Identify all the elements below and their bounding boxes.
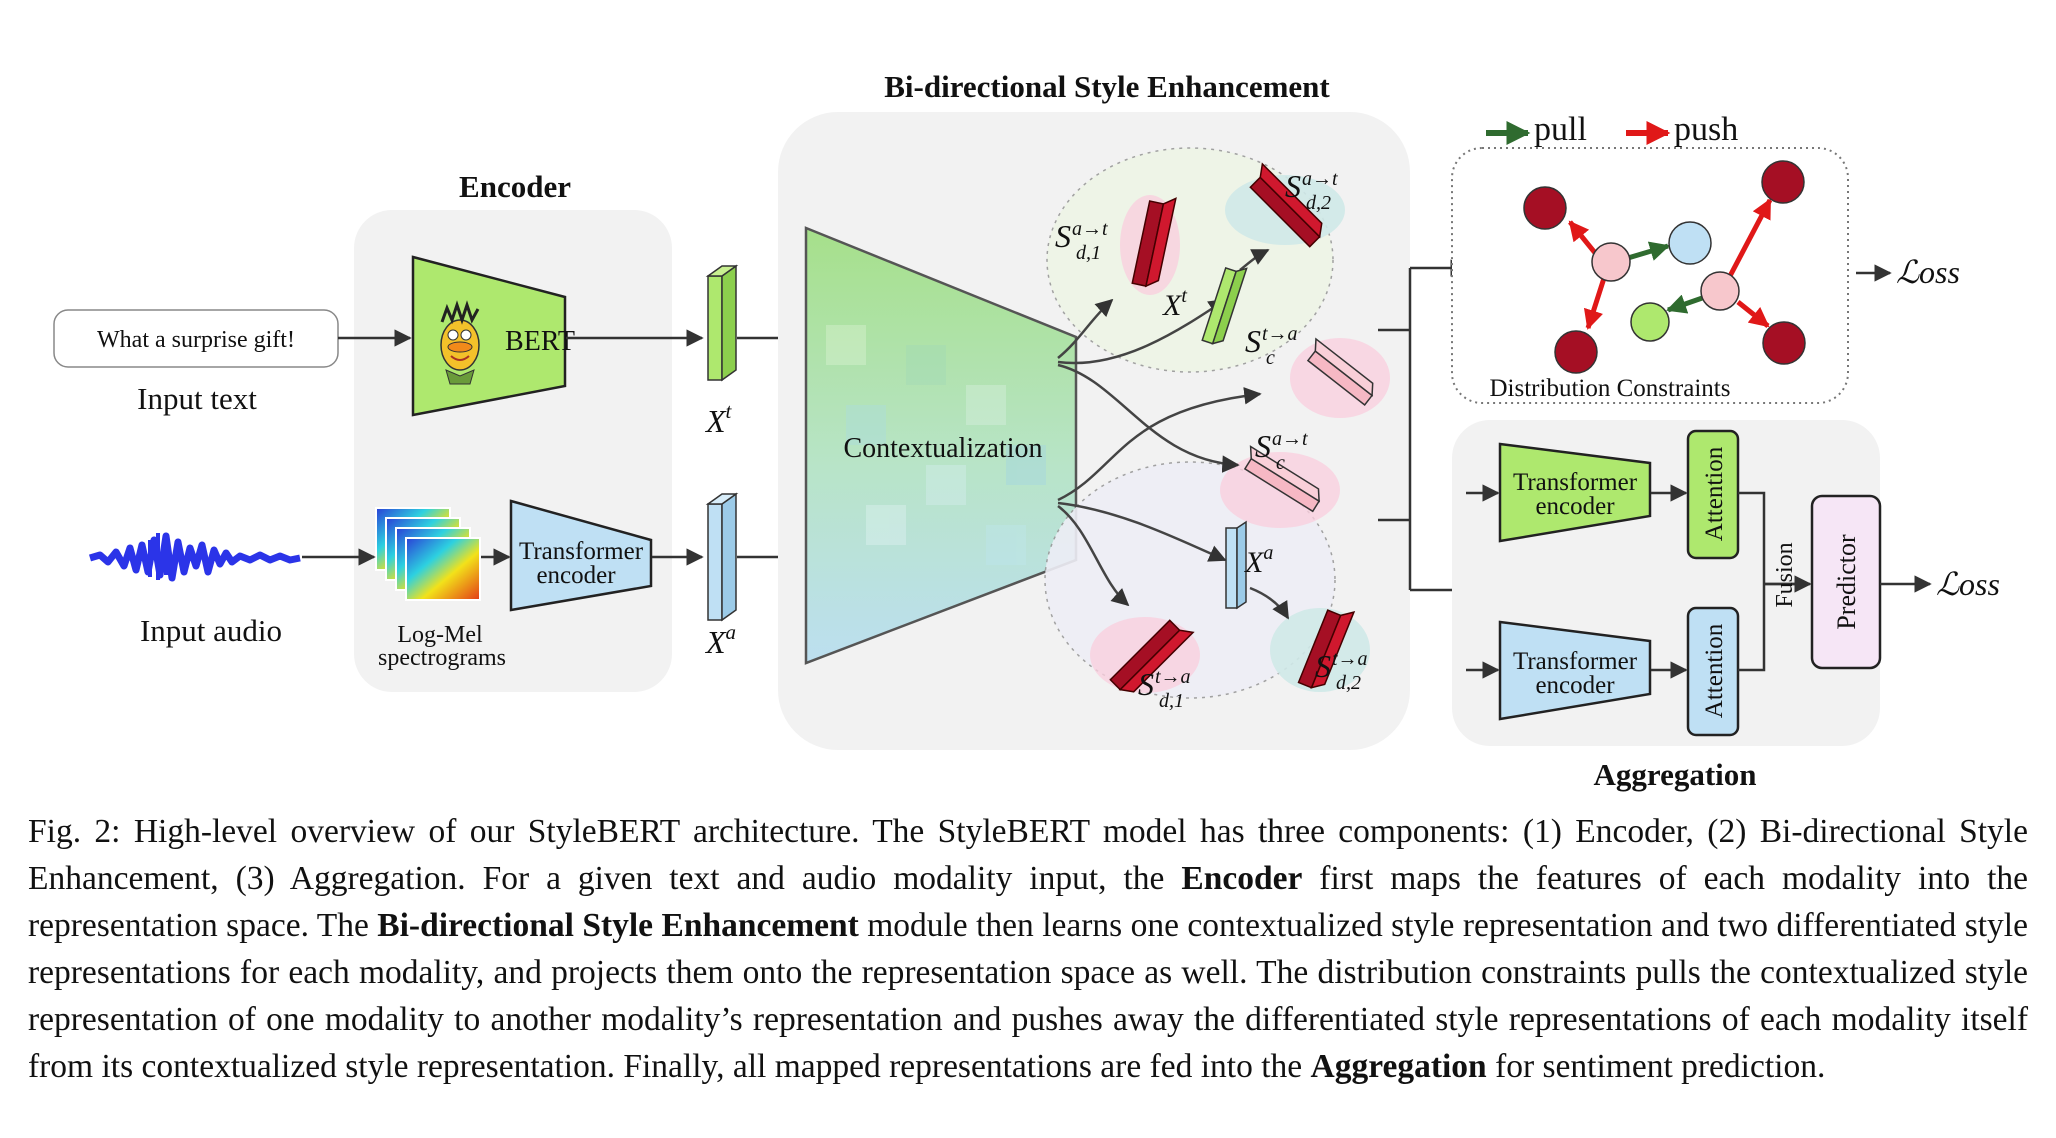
audio-transformer-label-1: Transformer [519, 538, 644, 565]
audio-waveform-icon [88, 532, 301, 582]
pull-legend: pull [1486, 111, 1587, 148]
bert-encoder: BERT [411, 255, 575, 417]
caption-part-3: module then learns one contextualized st… [28, 907, 2028, 1085]
figure-caption: Fig. 2: High-level overview of our Style… [28, 808, 2028, 1090]
sc-at-bar [1243, 445, 1321, 513]
sd2-at-bar [1249, 162, 1323, 248]
ctx-to-sc-ta-arrow [1057, 387, 1262, 502]
input-text-label: Input text [137, 381, 257, 416]
ctx-to-sd1-at-arrow [1057, 298, 1114, 359]
predictor-block: Predictor [1810, 494, 1882, 670]
caption-part-1: Fig. 2: High-level overview of our Style… [28, 813, 2028, 897]
sd1-at-bar [1131, 197, 1177, 288]
audio-transformer-encoder: Transformer encoder [509, 499, 653, 612]
caption-bold-aggregation: Aggregation [1310, 1048, 1487, 1085]
attention-text-block: Attention [1686, 429, 1740, 560]
logmel-spectrogram-stack [375, 507, 481, 601]
logmel-label-1: Log-Mel [397, 622, 483, 648]
xa-small-bar [1225, 520, 1247, 610]
agg-text-transformer-label-1: Transformer [1513, 469, 1638, 496]
agg-audio-transformer: Transformer encoder [1498, 620, 1652, 721]
bert-label: BERT [505, 326, 575, 357]
push-label: push [1674, 111, 1738, 148]
fusion-label: Fusion [1772, 542, 1798, 607]
contextualization-label: Contextualization [843, 433, 1042, 464]
predictor-label: Predictor [1832, 534, 1861, 630]
sc-ta-bar [1306, 337, 1374, 406]
xa-label: Xa [704, 620, 736, 660]
xt-label: Xt [704, 399, 733, 439]
caption-part-4: for sentiment prediction. [1486, 1048, 1826, 1085]
distribution-label: Distribution Constraints [1490, 375, 1731, 402]
bert-character-icon [440, 300, 480, 385]
agg-audio-transformer-label-1: Transformer [1513, 648, 1638, 675]
aggregation-loss: ℒoss [1936, 566, 2000, 602]
architecture-diagram: Encoder Bi-directional Style Enhancement… [53, 69, 2000, 792]
caption-bold-bse: Bi-directional Style Enhancement [377, 907, 859, 944]
push-legend: push [1626, 111, 1738, 148]
logmel-label-2: spectrograms [378, 645, 506, 671]
input-text-bubble-text: What a surprise gift! [97, 327, 295, 353]
pull-label: pull [1534, 111, 1587, 148]
audio-transformer-label-2: encoder [536, 562, 616, 589]
xa-to-sd2-ta-arrow [1249, 586, 1290, 620]
agg-audio-transformer-label-2: encoder [1535, 672, 1615, 699]
caption-bold-encoder: Encoder [1181, 860, 1303, 897]
agg-text-transformer-label-2: encoder [1535, 493, 1615, 520]
xt-vector [705, 264, 739, 382]
contextualization-block: Contextualization [804, 226, 1078, 665]
distribution-graph [1523, 160, 1806, 374]
attention-text-label: Attention [1701, 446, 1728, 541]
ctx-to-xt-arrow [1057, 298, 1227, 365]
xa-small-label: Xa [1244, 542, 1273, 579]
attention-audio-block: Attention [1686, 606, 1740, 737]
xt-small-bar [1201, 267, 1248, 345]
input-audio-label: Input audio [140, 613, 282, 648]
xt-to-sd2-at-arrow [1239, 248, 1270, 271]
agg-text-transformer: Transformer encoder [1498, 442, 1652, 543]
sd2-ta-bar [1297, 609, 1356, 689]
caption-part-2: first maps the features of each modality… [28, 860, 2028, 944]
ctx-to-sd1-ta-arrow [1057, 505, 1130, 607]
ctx-to-xa-arrow [1057, 501, 1227, 562]
xt-small-label: Xt [1162, 285, 1187, 322]
sd1-ta-bar [1109, 619, 1195, 693]
attention-audio-label: Attention [1701, 623, 1728, 718]
ctx-to-sc-at-arrow [1057, 363, 1240, 473]
distribution-loss: ℒoss [1896, 254, 1960, 290]
aggregation-title: Aggregation [1593, 757, 1756, 792]
bse-title: Bi-directional Style Enhancement [884, 69, 1330, 104]
xa-vector [705, 492, 739, 622]
encoder-title: Encoder [459, 169, 571, 204]
input-text-bubble: What a surprise gift! [53, 309, 339, 368]
bse-output-connector [1378, 268, 1412, 590]
